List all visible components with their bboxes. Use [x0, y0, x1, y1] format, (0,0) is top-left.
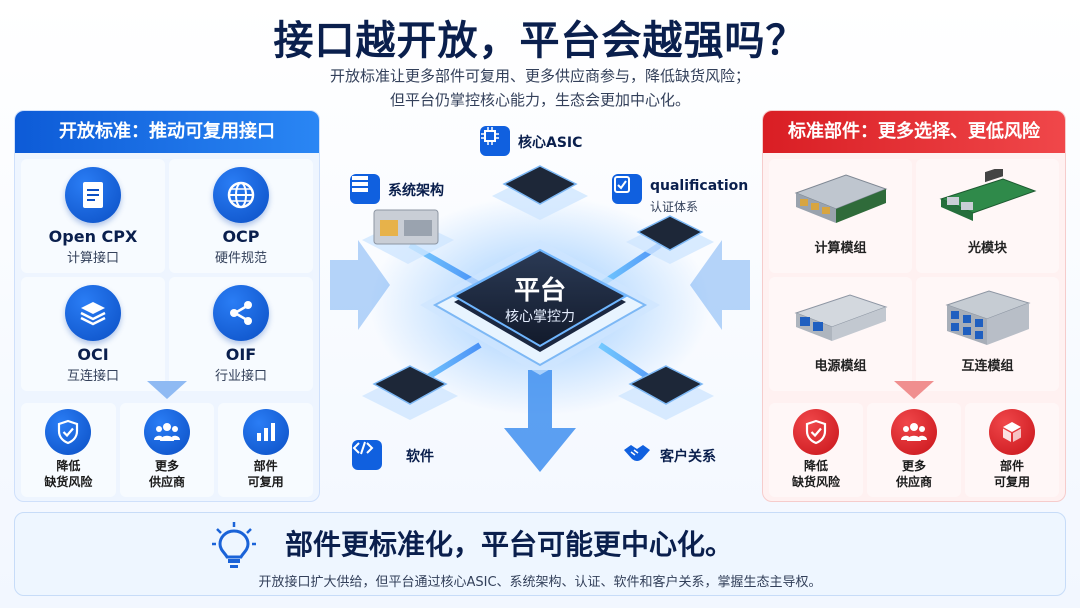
benefit-line: 部件 — [253, 459, 278, 473]
conclusion-subtext: 开放接口扩大供给，但平台通过核心ASIC、系统架构、认证、软件和客户关系，掌握生… — [258, 575, 822, 590]
standard-parts-title: 标准部件：更多选择、更低风险 — [763, 111, 1065, 153]
interconnect-module-image — [944, 290, 1031, 345]
benefit-item: 更多供应商 — [867, 403, 961, 497]
standard-oci: OCI 互连接口 — [21, 277, 165, 391]
down-arrow-icon — [894, 381, 934, 399]
benefit-line: 更多 — [901, 459, 926, 473]
benefit-item: 部件可复用 — [965, 403, 1059, 497]
page-title: 接口越开放，平台会越强吗？ — [273, 18, 807, 64]
modules-grid: 计算模组 光模块 电源模组 — [769, 159, 1059, 391]
module-interconnect: 互连模组 — [916, 277, 1059, 391]
open-standards-title: 开放标准：推动可复用接口 — [15, 111, 319, 153]
standard-name: OCP — [222, 227, 260, 246]
benefit-line: 可复用 — [247, 475, 284, 489]
benefit-line: 更多 — [154, 459, 179, 473]
node-label-system: 系统架构 — [388, 183, 444, 199]
benefit-line: 可复用 — [993, 475, 1030, 489]
benefit-line: 缺货风险 — [791, 475, 840, 489]
handshake-icon — [622, 440, 652, 470]
code-icon — [352, 440, 382, 470]
node-label-qualification: qualification — [650, 178, 749, 194]
module-optical: 光模块 — [916, 159, 1059, 273]
right-inflow-arrow — [690, 240, 750, 330]
share-icon — [213, 285, 269, 341]
left-benefits: 降低缺货风险 更多供应商 部件可复用 — [21, 403, 313, 497]
node-label-asic: 核心ASIC — [518, 135, 583, 151]
document-icon — [65, 167, 121, 223]
benefit-line: 部件 — [999, 459, 1024, 473]
module-name: 计算模组 — [814, 241, 867, 256]
module-name: 光模块 — [967, 241, 1007, 256]
shield-check-icon — [793, 409, 839, 455]
module-name: 电源模组 — [814, 359, 867, 374]
standard-ocp: OCP 硬件规范 — [169, 159, 313, 273]
subtitle-line-2: 但平台仍掌控核心能力，生态会更加中心化。 — [389, 91, 690, 109]
core-title: 平台 — [513, 276, 566, 306]
page-subtitle: 开放标准让更多部件可复用、更多供应商参与，降低缺货风险； 但平台仍掌控核心能力，… — [0, 64, 1080, 112]
clipboard-check-icon — [612, 174, 642, 204]
people-icon — [143, 409, 190, 455]
standard-open-cpx: Open CPX 计算接口 — [21, 159, 165, 273]
benefit-item: 降低缺货风险 — [21, 403, 116, 497]
benefit-item: 部件可复用 — [218, 403, 313, 497]
platform-diagram: 平台 核心掌控力 核心ASIC 系统架构 qualification 认证体系 … — [330, 120, 750, 500]
benefit-line: 降低 — [803, 459, 828, 473]
compute-module-image — [794, 174, 887, 223]
bar-chart-icon — [242, 409, 289, 455]
server-stack-icon — [350, 174, 380, 204]
optical-module-image — [939, 169, 1036, 221]
core-subtitle: 核心掌控力 — [505, 309, 575, 325]
standard-desc: 行业接口 — [214, 369, 267, 384]
left-inflow-arrow — [330, 240, 390, 330]
standard-parts-panel: 标准部件：更多选择、更低风险 计算模组 光模块 — [762, 110, 1066, 502]
standard-desc: 互连接口 — [66, 369, 119, 384]
people-icon — [891, 409, 937, 455]
globe-icon — [213, 167, 269, 223]
subtitle-line-1: 开放标准让更多部件可复用、更多供应商参与，降低缺货风险； — [329, 67, 750, 85]
benefit-line: 降低 — [56, 459, 81, 473]
standard-desc: 计算接口 — [66, 251, 119, 266]
module-name: 互连模组 — [961, 359, 1014, 374]
standard-name: Open CPX — [48, 227, 138, 246]
lightbulb-icon — [212, 522, 256, 568]
conclusion-headline: 部件更标准化，平台可能更中心化。 — [285, 528, 734, 561]
cube-icon — [989, 409, 1035, 455]
standard-name: OCI — [77, 345, 109, 364]
conclusion-banner: 部件更标准化，平台可能更中心化。 开放接口扩大供给，但平台通过核心ASIC、系统… — [14, 512, 1066, 596]
module-compute: 计算模组 — [769, 159, 912, 273]
benefit-line: 供应商 — [895, 475, 932, 489]
standard-desc: 硬件规范 — [214, 251, 267, 266]
down-arrow-icon — [147, 381, 187, 399]
chip-icon — [480, 126, 510, 156]
benefit-line: 供应商 — [148, 475, 185, 489]
standards-grid: Open CPX 计算接口 OCP 硬件规范 OCI 互连接口 OIF 行业接口 — [21, 159, 313, 391]
right-benefits: 降低缺货风险 更多供应商 部件可复用 — [769, 403, 1059, 497]
standard-name: OIF — [225, 345, 257, 364]
layers-icon — [65, 285, 121, 341]
benefit-item: 更多供应商 — [119, 403, 215, 497]
standard-oif: OIF 行业接口 — [169, 277, 313, 391]
benefit-item: 降低缺货风险 — [769, 403, 863, 497]
node-label-customer: 客户关系 — [660, 449, 716, 465]
power-module-image — [794, 294, 888, 341]
down-outflow-arrow — [504, 370, 576, 472]
platform-diagram-graphic — [330, 165, 750, 472]
module-power: 电源模组 — [769, 277, 912, 391]
open-standards-panel: 开放标准：推动可复用接口 Open CPX 计算接口 OCP 硬件规范 OCI … — [14, 110, 320, 502]
shield-check-icon — [45, 409, 92, 455]
node-sub-qualification: 认证体系 — [650, 200, 699, 214]
benefit-line: 缺货风险 — [44, 475, 93, 489]
node-label-software: 软件 — [406, 449, 434, 465]
